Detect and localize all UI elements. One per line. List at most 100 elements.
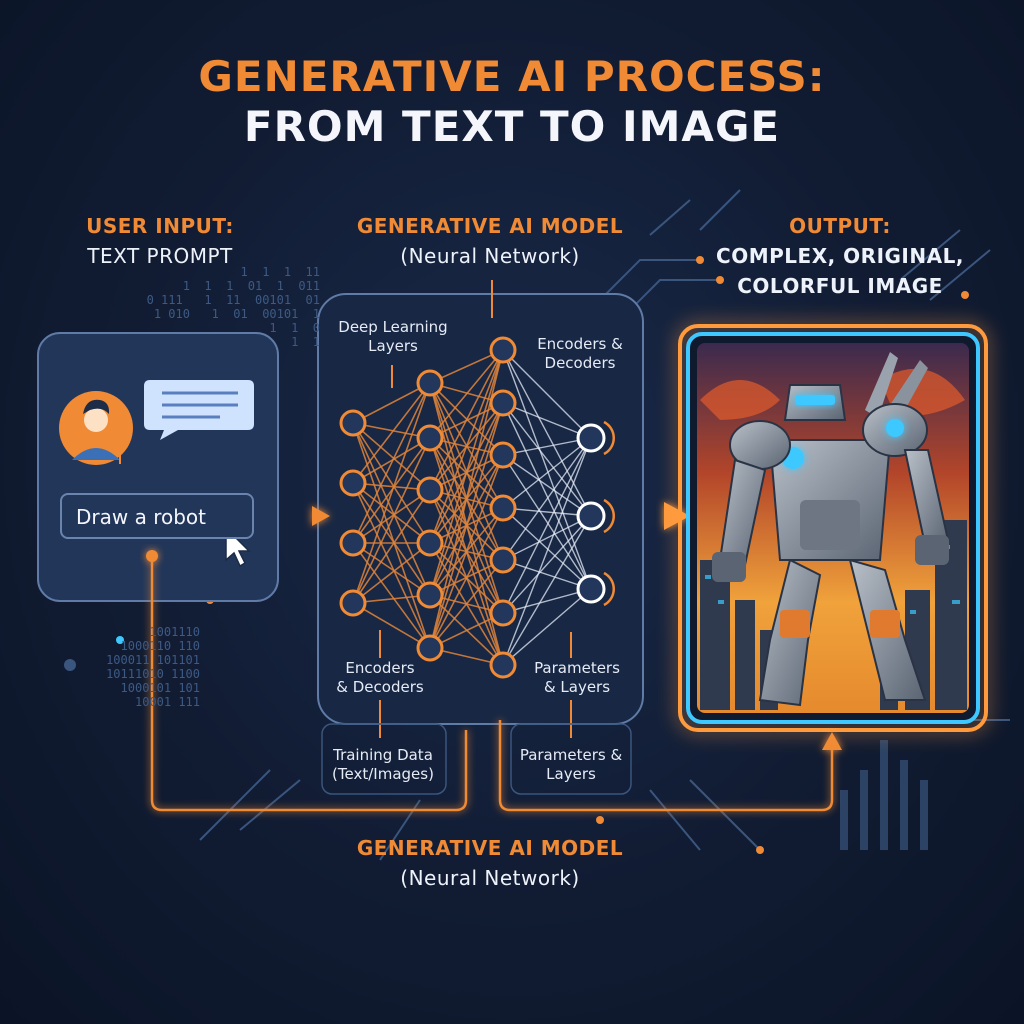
nn-node [489, 494, 517, 522]
nn-node [416, 581, 444, 609]
nn-node [576, 423, 606, 453]
binary-bottom-line: 100011 101101 [106, 653, 200, 667]
nn-connection [502, 349, 592, 590]
output-image-robot [712, 352, 950, 707]
nn-node [416, 529, 444, 557]
label-deep-learning-line-1: Deep Learning [338, 318, 448, 336]
nn-connection [502, 349, 592, 439]
label-deep-learning-line-2: Layers [368, 337, 418, 355]
binary-bottom-line: 10111010 1100 [106, 667, 200, 681]
neural-network [339, 336, 615, 679]
nn-connection [502, 515, 592, 614]
nn-connection [502, 437, 592, 456]
binary-top-line: 1 1 [291, 335, 320, 349]
nn-node [416, 369, 444, 397]
nn-node [489, 546, 517, 574]
arrow-input-head [312, 506, 330, 526]
label-parameters-outer-line-1: Parameters & [519, 746, 623, 764]
label-parameters-inner-line-2: & Layers [543, 678, 611, 696]
label-parameters-outer-line-2: Layers [546, 765, 596, 783]
nn-node [339, 589, 367, 617]
binary-bottom-line: 1000110 110 [120, 639, 200, 653]
nn-connection [502, 507, 592, 517]
label-training-data-line-2: (Text/Images) [332, 765, 434, 783]
nn-node [489, 441, 517, 469]
nn-connection [429, 402, 504, 649]
label-deep-learning: Deep Learning Layers [326, 318, 460, 356]
nn-connection [352, 382, 431, 424]
nn-node [489, 389, 517, 417]
nn-connection [352, 482, 431, 649]
binary-top-line: 1 1 1 01 1 011 [182, 279, 320, 293]
nn-connection [502, 437, 592, 509]
nn-node [489, 651, 517, 679]
footer-subheading: (Neural Network) [400, 866, 580, 890]
nn-connection [352, 422, 431, 491]
output-heading-group: OUTPUT: COMPLEX, ORIGINAL, COLORFUL IMAG… [690, 214, 990, 298]
binary-top-line: 1 010 1 01 00101 1 [153, 307, 320, 321]
nn-connection [352, 489, 431, 544]
arrow-output-head [664, 502, 690, 530]
nn-connection [352, 602, 431, 649]
nn-connection [502, 402, 592, 517]
label-parameters-outer: Parameters & Layers [511, 746, 631, 784]
nn-node [416, 424, 444, 452]
nn-node [576, 501, 606, 531]
nn-connection [502, 515, 592, 666]
model-panel [317, 293, 644, 725]
nn-connection [352, 542, 431, 649]
nn-connection [352, 542, 431, 596]
nn-connection [502, 402, 592, 590]
nn-connection [429, 349, 504, 544]
nn-connection [429, 349, 504, 439]
nn-node [416, 476, 444, 504]
binary-top-line: 0 111 1 11 00101 01 [146, 293, 320, 307]
nn-connection [352, 382, 431, 604]
output-line-2: COLORFUL IMAGE [737, 274, 943, 298]
binary-bottom-line: 10001 111 [134, 695, 200, 709]
binary-bottom-line: 1000101 101 [120, 681, 200, 695]
label-parameters-inner: Parameters & Layers [512, 659, 642, 697]
nn-connection [429, 349, 504, 491]
nn-connection [502, 349, 592, 517]
model-heading: GENERATIVE AI MODEL [356, 214, 624, 238]
nn-connection [352, 422, 431, 649]
nn-connection [502, 454, 592, 590]
title-line-2: FROM TEXT TO IMAGE [243, 102, 781, 151]
nn-connection [502, 507, 592, 590]
prompt-input[interactable]: Draw a robot [60, 493, 254, 539]
nn-connection [352, 422, 431, 544]
nn-connection [502, 437, 592, 666]
input-heading: USER INPUT: [86, 214, 234, 238]
nn-connection [352, 382, 431, 484]
model-heading-group: GENERATIVE AI MODEL (Neural Network) [330, 214, 650, 268]
nn-accent-arc [603, 571, 615, 607]
binary-top-line: 1 1 0 [269, 321, 320, 335]
nn-connection [502, 588, 592, 666]
label-parameters-inner-line-1: Parameters [534, 659, 620, 677]
label-encoders-bottom-line-1: Encoders [345, 659, 415, 677]
nn-connection [502, 437, 592, 614]
nn-connection [352, 437, 431, 484]
microphone-icon [112, 432, 129, 464]
nn-connection [502, 402, 592, 439]
label-encoders-bottom-line-2: & Decoders [336, 678, 424, 696]
model-subheading: (Neural Network) [400, 244, 580, 268]
nn-connection [352, 489, 431, 604]
user-avatar [59, 391, 133, 465]
nn-node [339, 469, 367, 497]
output-heading: OUTPUT: [789, 214, 891, 238]
nn-connection [352, 382, 431, 544]
output-frame-glow [678, 324, 988, 732]
label-encoders-top: Encoders & Decoders [520, 335, 640, 373]
feedback-loop-right [498, 720, 834, 812]
nn-connection [352, 482, 431, 596]
bar-decoration [840, 740, 928, 850]
output-line-1: COMPLEX, ORIGINAL, [716, 244, 964, 268]
nn-connection [352, 542, 431, 604]
nn-node [489, 599, 517, 627]
nn-node [339, 529, 367, 557]
nn-node [339, 409, 367, 437]
